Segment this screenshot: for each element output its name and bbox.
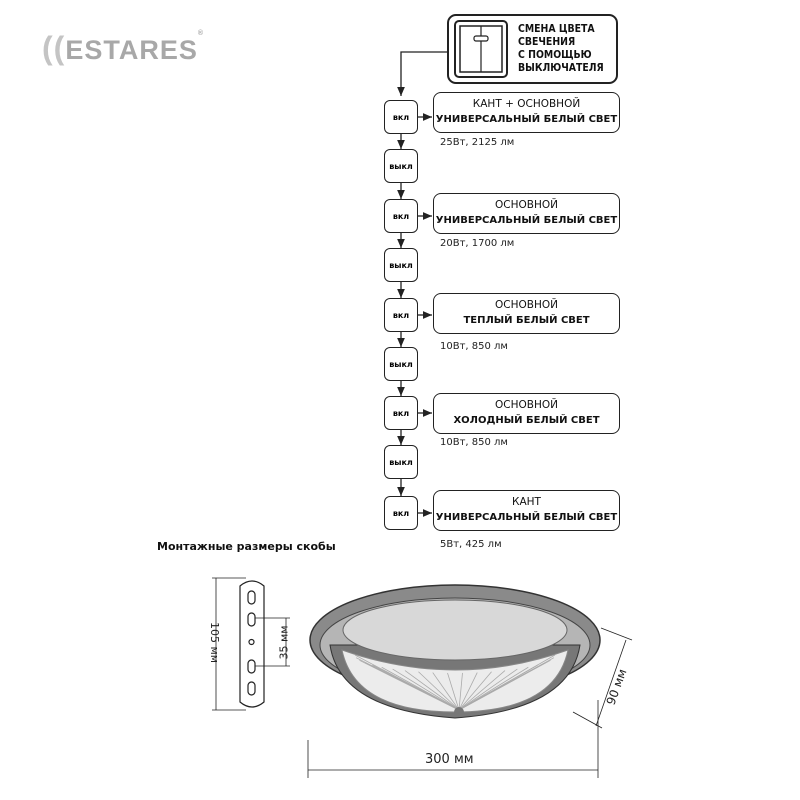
mode-color: ТЕПЛЫЙ БЕЛЫЙ СВЕТ — [463, 315, 590, 326]
hole-spacing-label: 35 мм — [277, 625, 291, 660]
mode-color: ХОЛОДНЫЙ БЕЛЫЙ СВЕТ — [453, 415, 600, 426]
lamp-rib — [458, 672, 478, 711]
lamp-rib — [381, 666, 460, 711]
lamp-rib — [392, 668, 460, 711]
light-mode-box: КАНТ УНИВЕРСАЛЬНЫЙ БЕЛЫЙ СВЕТ — [433, 490, 620, 531]
light-mode-box: ОСНОВНОЙ ТЕПЛЫЙ БЕЛЫЙ СВЕТ — [433, 293, 620, 334]
lamp-rib — [418, 671, 460, 711]
lamp-rib — [458, 672, 463, 711]
light-mode-box: ОСНОВНОЙ УНИВЕРСАЛЬНЫЙ БЕЛЫЙ СВЕТ — [433, 193, 620, 234]
dimension-lines — [307, 627, 633, 778]
switch-step-on: вкл — [384, 298, 418, 332]
lamp-rib — [372, 664, 460, 711]
power-output: 20Вт, 1700 лм — [440, 238, 515, 249]
power-output: 10Вт, 850 лм — [440, 341, 508, 352]
switch-step-off: выкл — [384, 347, 418, 381]
switch-step-off: выкл — [384, 248, 418, 282]
switch-step-on: вкл — [384, 100, 418, 134]
lamp-rib — [458, 671, 492, 711]
light-mode-box: ОСНОВНОЙ ХОЛОДНЫЙ БЕЛЫЙ СВЕТ — [433, 393, 620, 434]
estares-logo: ((ESTARES® — [42, 30, 205, 66]
mode-color: УНИВЕРСАЛЬНЫЙ БЕЛЫЙ СВЕТ — [435, 512, 618, 523]
mode-color: УНИВЕРСАЛЬНЫЙ БЕЛЫЙ СВЕТ — [435, 114, 618, 125]
switch-panel — [447, 14, 618, 84]
lamp-rib — [447, 672, 460, 711]
mode-zone: ОСНОВНОЙ — [495, 399, 558, 411]
flow-connector — [397, 51, 447, 96]
power-output: 5Вт, 425 лм — [440, 539, 502, 550]
lamp-rib — [458, 670, 506, 711]
lamp-rib — [458, 668, 518, 711]
lamp-rib — [432, 672, 460, 711]
power-output: 10Вт, 850 лм — [440, 437, 508, 448]
switch-step-off: выкл — [384, 149, 418, 183]
mode-zone: КАНТ — [512, 496, 541, 508]
light-switch-icon — [454, 20, 508, 78]
light-mode-box: КАНТ + ОСНОВНОЙ УНИВЕРСАЛЬНЫЙ БЕЛЫЙ СВЕТ — [433, 92, 620, 133]
lamp-rib — [458, 654, 556, 711]
mode-zone: ОСНОВНОЙ — [495, 199, 558, 211]
bracket-heading: Монтажные размеры скобы — [157, 540, 336, 553]
lamp-diameter-label: 300 мм — [425, 752, 474, 767]
switch-step-off: выкл — [384, 445, 418, 479]
switch-step-on: вкл — [384, 199, 418, 233]
switch-step-on: вкл — [384, 396, 418, 430]
power-output: 25Вт, 2125 лм — [440, 137, 515, 148]
lamp-illustration — [309, 584, 601, 719]
mode-color: УНИВЕРСАЛЬНЫЙ БЕЛЫЙ СВЕТ — [435, 215, 618, 226]
lamp-rib — [404, 670, 460, 711]
lamp-rib — [458, 666, 529, 711]
mode-zone: ОСНОВНОЙ — [495, 299, 558, 311]
mode-zone: КАНТ + ОСНОВНОЙ — [472, 98, 581, 110]
switch-step-on: вкл — [384, 496, 418, 530]
bracket-length-label: 105 мм — [208, 621, 222, 664]
mounting-bracket — [212, 577, 290, 711]
